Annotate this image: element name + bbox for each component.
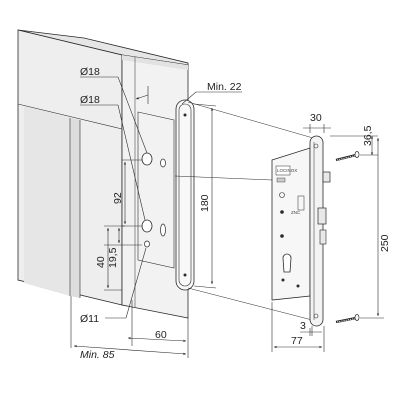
label-hole-mid: Ø18 xyxy=(80,94,100,106)
label-lock-top-offset: 36,5 xyxy=(362,125,374,146)
dead-bolt xyxy=(317,207,327,225)
cylinder-hole xyxy=(282,253,292,273)
post-dimensions xyxy=(70,76,242,358)
label-width-60: 60 xyxy=(155,329,167,341)
lower-cylinder-hole xyxy=(141,219,153,233)
label-hole-top: Ø18 xyxy=(80,66,100,78)
post-cutout xyxy=(175,99,195,291)
label-lock-height: 250 xyxy=(379,234,391,252)
label-min-width: Min. 85 xyxy=(80,349,115,361)
lock-brand-marking: LOCINOX xyxy=(277,168,297,173)
label-lock-faceplate: 3 xyxy=(300,320,306,332)
label-small-offset: 19,5 xyxy=(107,247,119,268)
label-lock-depth: 77 xyxy=(291,335,303,347)
top-screw xyxy=(335,151,360,162)
holes xyxy=(141,152,166,248)
label-cutout-height: 180 xyxy=(199,194,211,212)
bottom-screw xyxy=(335,314,360,324)
lock-dimensions xyxy=(271,124,384,352)
label-hole-spacing: 92 xyxy=(112,192,124,204)
lock-model-marking: ZNC xyxy=(291,210,301,215)
label-lock-width-top: 30 xyxy=(310,112,322,124)
post-recess xyxy=(137,111,175,269)
small-screw-hole xyxy=(144,240,150,248)
lock-dimension-labels: 30 36,5 250 3 77 xyxy=(291,112,391,347)
projection-lines xyxy=(174,101,321,323)
label-min-depth: Min. 22 xyxy=(207,81,242,93)
latch-bolt xyxy=(322,171,331,183)
post-dimension-labels: Ø18 Ø18 Min. 22 180 92 40 19,5 Ø11 60 Mi… xyxy=(80,66,242,361)
gate-post xyxy=(17,29,189,319)
upper-cylinder-hole xyxy=(141,152,153,166)
label-lower-offset: 40 xyxy=(95,256,107,268)
lock-assembly: LOCINOX ZNC xyxy=(271,135,360,327)
label-hole-bottom: Ø11 xyxy=(80,313,99,325)
